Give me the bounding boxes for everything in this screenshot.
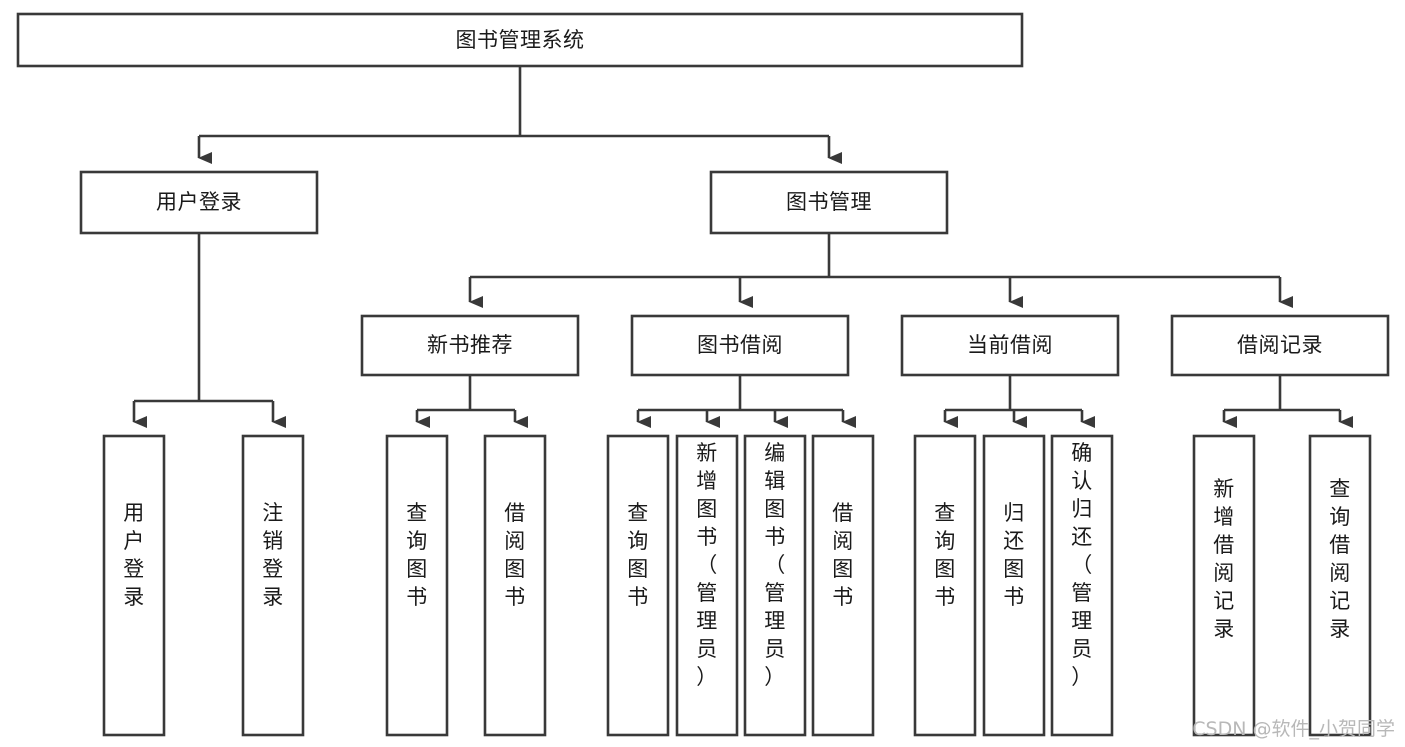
node-leaf-query-book-2-label: 查询图书 (627, 501, 649, 609)
node-leaf-add-book-label: 新增图书（管理员） (696, 441, 718, 689)
node-leaf-return-book-label: 归还图书 (1003, 501, 1025, 609)
edge-new-book-rec-to-leaves (415, 375, 528, 428)
edge-root-to-level2 (197, 66, 842, 164)
node-leaf-add-record-label: 新增借阅记录 (1213, 477, 1235, 641)
node-book-borrow[interactable]: 图书借阅 (630, 314, 850, 377)
node-book-manage-label: 图书管理 (786, 190, 872, 214)
node-leaf-query-book-3[interactable]: 查询图书 (913, 434, 977, 737)
node-leaf-user-login[interactable]: 用户登录 (102, 434, 166, 737)
node-borrow-record[interactable]: 借阅记录 (1170, 314, 1390, 377)
node-new-book-rec[interactable]: 新书推荐 (360, 314, 580, 377)
node-leaf-edit-book-label: 编辑图书（管理员） (764, 441, 786, 689)
edge-user-login-to-leaves (132, 233, 286, 428)
node-leaf-logout[interactable]: 注销登录 (241, 434, 305, 737)
node-leaf-confirm-return[interactable]: 确认归还（管理员） (1050, 434, 1114, 737)
node-book-manage[interactable]: 图书管理 (709, 170, 949, 235)
edge-current-borrow-to-leaves (943, 375, 1095, 428)
node-leaf-borrow-book-2-label: 借阅图书 (832, 501, 854, 609)
node-leaf-user-login-label: 用户登录 (123, 501, 145, 609)
nodes-layer: 图书管理系统 用户登录 图书管理 新书推荐 图书借阅 (16, 12, 1390, 737)
node-leaf-query-record-label: 查询借阅记录 (1329, 477, 1351, 641)
node-leaf-confirm-return-label: 确认归还（管理员） (1071, 441, 1093, 689)
node-leaf-borrow-book-2[interactable]: 借阅图书 (811, 434, 875, 737)
node-book-borrow-label: 图书借阅 (697, 333, 783, 357)
node-leaf-query-book-2[interactable]: 查询图书 (606, 434, 670, 737)
node-leaf-borrow-book-1[interactable]: 借阅图书 (483, 434, 547, 737)
edges-layer (132, 66, 1353, 428)
node-leaf-return-book[interactable]: 归还图书 (982, 434, 1046, 737)
node-user-login-label: 用户登录 (156, 190, 242, 214)
node-leaf-logout-label: 注销登录 (262, 501, 284, 609)
node-root-label: 图书管理系统 (456, 28, 585, 52)
node-leaf-query-book-1[interactable]: 查询图书 (385, 434, 449, 737)
node-leaf-add-book[interactable]: 新增图书（管理员） (675, 434, 739, 737)
node-leaf-borrow-book-1-label: 借阅图书 (504, 501, 526, 609)
node-leaf-edit-book[interactable]: 编辑图书（管理员） (743, 434, 807, 737)
node-current-borrow-label: 当前借阅 (967, 333, 1053, 357)
edge-book-borrow-to-leaves (636, 375, 856, 428)
node-leaf-query-book-3-label: 查询图书 (934, 501, 956, 609)
node-root[interactable]: 图书管理系统 (16, 12, 1024, 68)
node-borrow-record-label: 借阅记录 (1237, 333, 1323, 357)
edge-borrow-record-to-leaves (1222, 375, 1353, 428)
node-leaf-add-record[interactable]: 新增借阅记录 (1192, 434, 1256, 737)
node-current-borrow[interactable]: 当前借阅 (900, 314, 1120, 377)
node-leaf-query-book-1-label: 查询图书 (406, 501, 428, 609)
node-new-book-rec-label: 新书推荐 (427, 333, 513, 357)
node-user-login[interactable]: 用户登录 (79, 170, 319, 235)
edge-book-manage-to-level3 (468, 233, 1293, 308)
node-leaf-query-record[interactable]: 查询借阅记录 (1308, 434, 1372, 737)
